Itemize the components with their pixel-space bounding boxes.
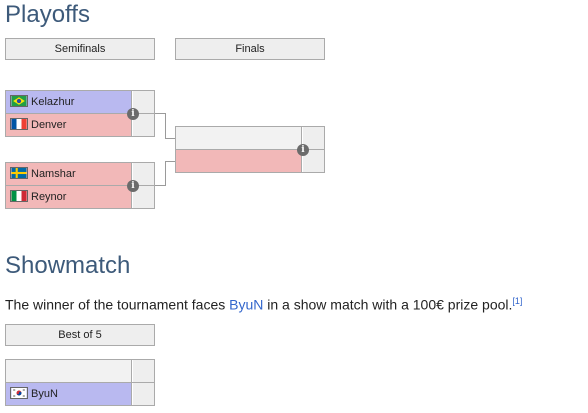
italy-flag-icon: [10, 190, 28, 202]
sweden-flag-icon: [10, 167, 28, 179]
player-name: Namshar: [31, 168, 76, 180]
slot-name-cell: Denver: [6, 114, 132, 136]
score-cell: [133, 186, 154, 208]
showmatch-description: The winner of the tournament faces ByuN …: [5, 291, 522, 315]
bracket-connector: [165, 113, 166, 139]
round-header-semifinals: Semifinals: [5, 38, 155, 60]
byun-link[interactable]: ByuN: [229, 296, 264, 313]
slot-name-cell: ByuN: [6, 383, 132, 405]
score-cell: [133, 383, 154, 405]
brazil-flag-icon: [10, 95, 28, 107]
score-cell: [133, 114, 154, 136]
text-before: The winner of the tournament faces: [5, 296, 230, 313]
score-cell: [133, 163, 154, 185]
south-korea-flag-icon: [10, 387, 28, 399]
bracket-connector: [155, 185, 165, 186]
score-cell: [303, 150, 324, 172]
player-name: Denver: [31, 119, 67, 131]
round-header-best-of-5: Best of 5: [5, 324, 155, 346]
slot-name-cell: [176, 150, 302, 172]
player-name: ByuN: [31, 388, 58, 400]
slot-name-cell: [176, 127, 302, 149]
slot-name-cell: Reynor: [6, 186, 132, 208]
bracket-slot-denver[interactable]: Denver: [5, 113, 155, 137]
player-name: Kelazhur: [31, 96, 75, 108]
match-info-icon[interactable]: i: [127, 180, 139, 192]
score-cell: [303, 127, 324, 149]
slot-name-cell: [6, 360, 132, 382]
score-cell: [133, 91, 154, 113]
bracket-slot-reynor[interactable]: Reynor: [5, 185, 155, 209]
playoffs-heading: Playoffs: [5, 1, 90, 28]
bracket-connector: [155, 113, 165, 114]
slot-name-cell: Namshar: [6, 163, 132, 185]
text-after: in a show match with a 100€ prize pool.: [263, 296, 513, 313]
bracket-connector: [165, 161, 175, 162]
player-name: Reynor: [31, 191, 67, 203]
bracket-slot-final-bottom[interactable]: [175, 149, 325, 173]
score-cell: [133, 360, 154, 382]
round-header-finals: Finals: [175, 38, 325, 60]
reference-link[interactable]: [1]: [512, 296, 523, 306]
match-info-icon[interactable]: i: [297, 144, 309, 156]
slot-name-cell: Kelazhur: [6, 91, 132, 113]
showmatch-slot-byun[interactable]: ByuN: [5, 382, 155, 406]
showmatch-heading: Showmatch: [5, 252, 131, 279]
match-info-icon[interactable]: i: [127, 108, 139, 120]
bracket-connector: [165, 138, 175, 139]
bracket-connector: [165, 161, 166, 186]
showmatch-slot-top[interactable]: [5, 359, 155, 383]
france-flag-icon: [10, 118, 28, 130]
